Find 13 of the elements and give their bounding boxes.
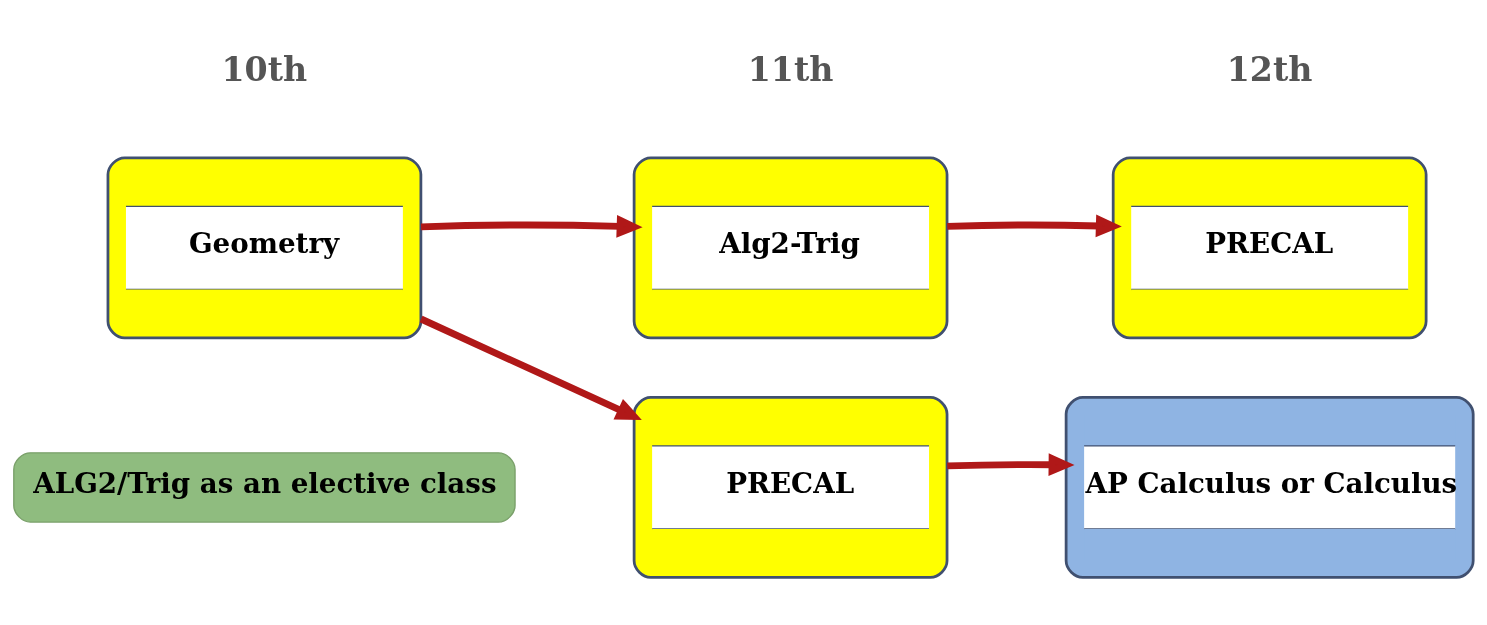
- arrow: [420, 214, 643, 238]
- label: 12th: [1226, 49, 1313, 89]
- node-box: Geometry: [106, 156, 423, 339]
- label: 11th: [747, 49, 834, 89]
- label: 10th: [221, 49, 308, 89]
- node-box: ALG2/Trig as an elective class: [13, 451, 516, 523]
- node-box: AP Calculus or Calculus: [1064, 395, 1475, 579]
- node-box: PRECAL: [632, 395, 949, 579]
- node-box: PRECAL: [1111, 156, 1428, 339]
- node-box: Alg2-Trig: [632, 156, 949, 339]
- arrow: [947, 452, 1075, 476]
- arrow: [419, 315, 642, 420]
- arrow: [947, 214, 1122, 237]
